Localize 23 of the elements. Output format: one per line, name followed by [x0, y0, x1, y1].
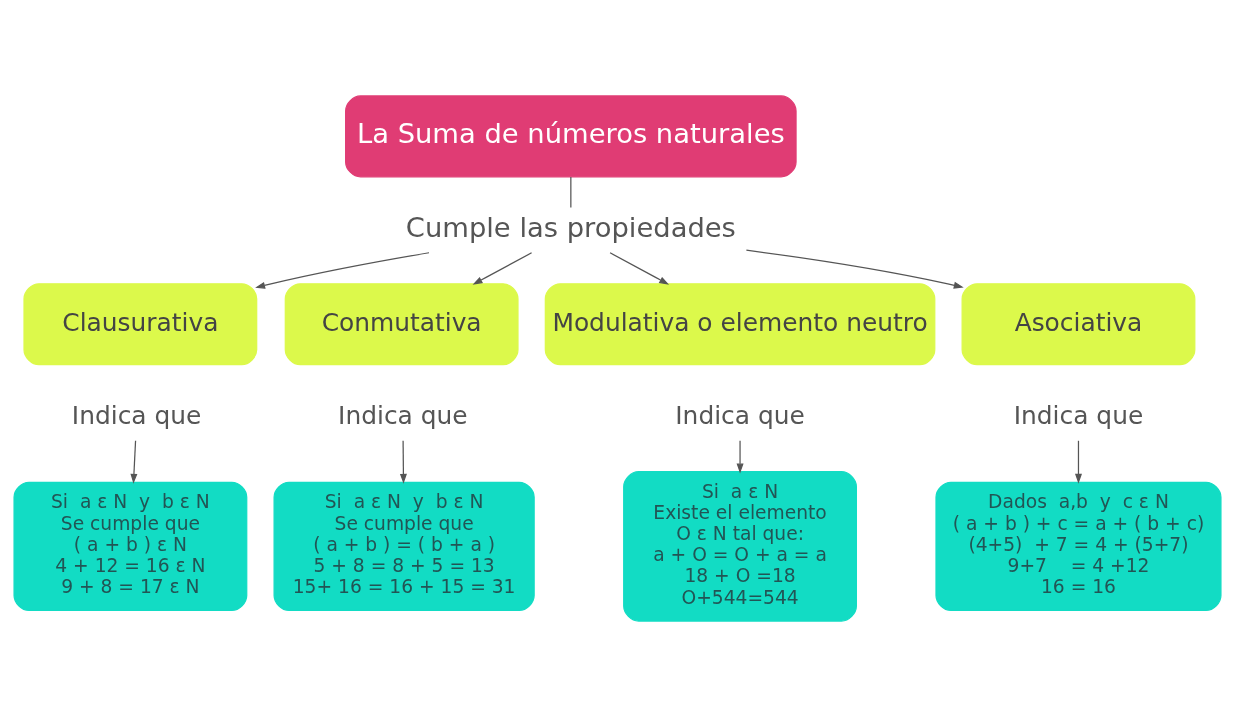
- node-text: Cumple las propiedades: [405, 212, 736, 244]
- arrow: [1075, 440, 1082, 484]
- node-box: Si a ε N y b ε N Se cumple que ( a + b ) ε N 4 + 12 = 16 ε N 9 + 8 = 17 ε N: [13, 481, 248, 612]
- node-box: Si a ε N y b ε N Se cumple que ( a + b ) = ( b + a ) 5 + 8 = 8 + 5 = 13 15+ 16 = 16 + 15 = 31: [273, 481, 535, 612]
- arrow: [736, 440, 744, 474]
- arrow: [130, 440, 138, 484]
- arrow: [399, 440, 407, 484]
- connector: [570, 176, 572, 209]
- arrow: [255, 252, 430, 289]
- node-text: Indica que: [675, 401, 805, 431]
- node-box: La Suma de números naturales: [345, 95, 797, 178]
- arrow: [745, 249, 964, 289]
- node-text: Indica que: [1013, 401, 1144, 431]
- node-box: Asociativa: [961, 283, 1196, 366]
- node-box: Conmutativa: [284, 283, 519, 366]
- node-box: Si a ε N Existe el elemento O ε N tal que: a + O = O + a = a 18 + O =18 O+544=544: [623, 471, 857, 622]
- node-text: Indica que: [71, 401, 202, 431]
- arrow: [472, 252, 533, 285]
- arrow: [609, 252, 670, 285]
- node-text: Indica que: [338, 401, 468, 431]
- node-box: Dados a,b y c ε N ( a + b ) + c = a + ( b + c) (4+5) + 7 = 4 + (5+7) 9+7 = 4 +12 16 = 16: [935, 481, 1222, 612]
- node-box: Clausurativa: [23, 283, 258, 366]
- node-box: Modulativa o elemento neutro: [544, 283, 936, 366]
